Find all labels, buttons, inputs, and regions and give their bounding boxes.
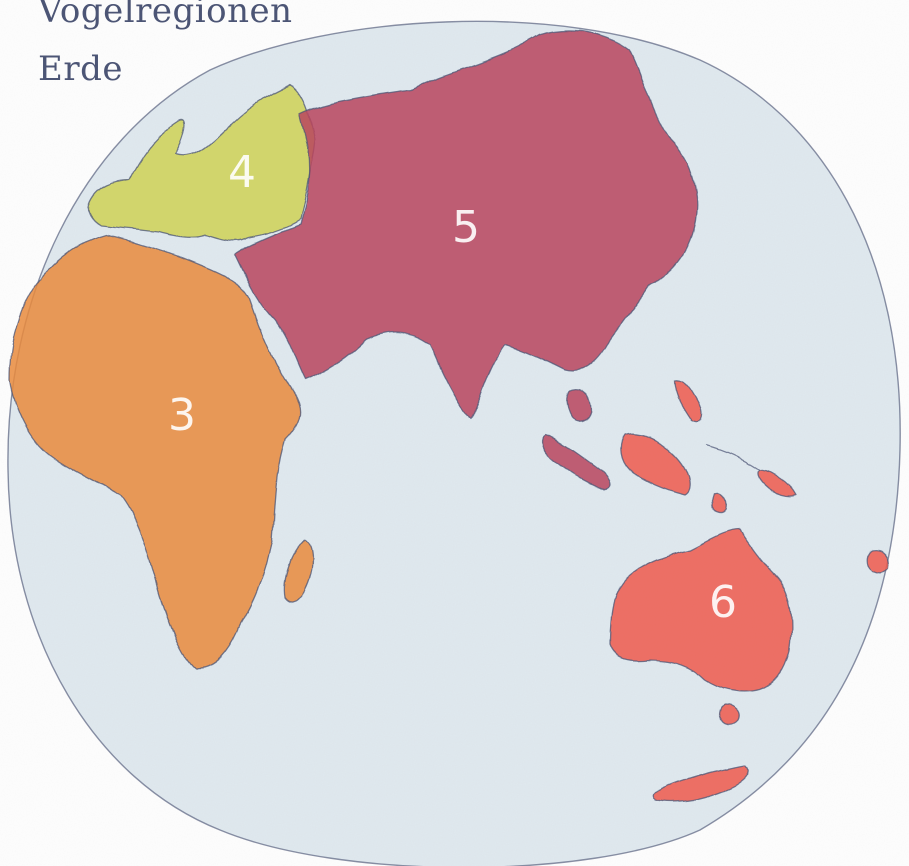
region-3-africa	[9, 234, 314, 669]
small-island-shape	[711, 493, 727, 514]
new-zealand-shape	[651, 764, 749, 803]
tasmania-shape	[719, 704, 740, 725]
pacific-island-shape	[757, 469, 798, 497]
region-5-asia	[234, 30, 697, 421]
region-5-shape	[234, 30, 697, 421]
madagascar-shape	[283, 539, 314, 604]
region-6-australia	[609, 433, 889, 803]
region-4-label: 4	[228, 147, 256, 198]
east-island-shape	[866, 549, 889, 573]
map-title: Vogelregionen Erde	[38, 0, 293, 98]
region-6-shape	[609, 529, 793, 693]
philippines-shape	[674, 379, 703, 423]
region-5-label: 5	[452, 202, 480, 253]
map-title-line-2: Erde	[38, 49, 123, 89]
map-title-line-1: Vogelregionen	[38, 0, 293, 31]
sea-islands	[540, 379, 761, 491]
new-guinea-shape	[620, 433, 691, 496]
borneo-shape	[566, 388, 591, 422]
region-3-label: 3	[168, 390, 196, 441]
region-3-shape	[9, 234, 301, 669]
wallace-line-outline	[704, 444, 761, 471]
region-6-label: 6	[709, 577, 737, 628]
sumatra-shape	[540, 434, 612, 491]
